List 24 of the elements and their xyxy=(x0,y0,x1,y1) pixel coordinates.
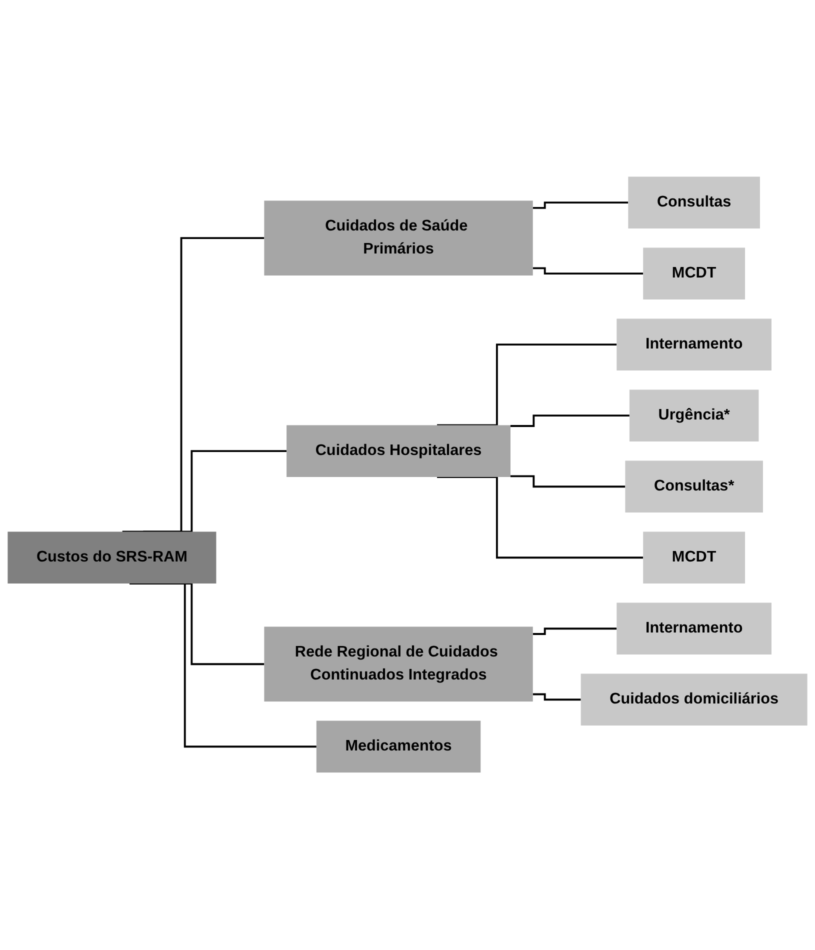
node-box: Urgência* xyxy=(629,390,759,442)
node-box: Cuidados domiciliários xyxy=(580,674,808,726)
node-box: MCDT xyxy=(643,248,746,300)
node-box: Consultas xyxy=(628,177,760,229)
node-box: Medicamentos xyxy=(316,721,481,773)
node-box: Cuidados Hospitalares xyxy=(286,426,510,478)
connector xyxy=(122,238,264,534)
node-box: MCDT xyxy=(643,532,746,584)
node-box: Consultas* xyxy=(625,461,763,513)
node-box: Rede Regional de Cuidados Continuados Integrados xyxy=(264,627,533,702)
node-box: Cuidados de Saúde Primários xyxy=(264,201,533,276)
connector xyxy=(143,450,287,534)
connector xyxy=(532,202,628,210)
connector xyxy=(437,344,617,427)
node-box: Custos do SRS-RAM xyxy=(8,532,216,584)
connector xyxy=(532,268,644,275)
connector xyxy=(510,415,630,428)
node-box: Internamento xyxy=(616,319,772,371)
connector xyxy=(130,582,316,748)
connector xyxy=(510,476,626,488)
connector xyxy=(532,628,617,636)
connector xyxy=(437,476,644,559)
node-box: Internamento xyxy=(616,603,772,655)
connector xyxy=(532,694,581,701)
